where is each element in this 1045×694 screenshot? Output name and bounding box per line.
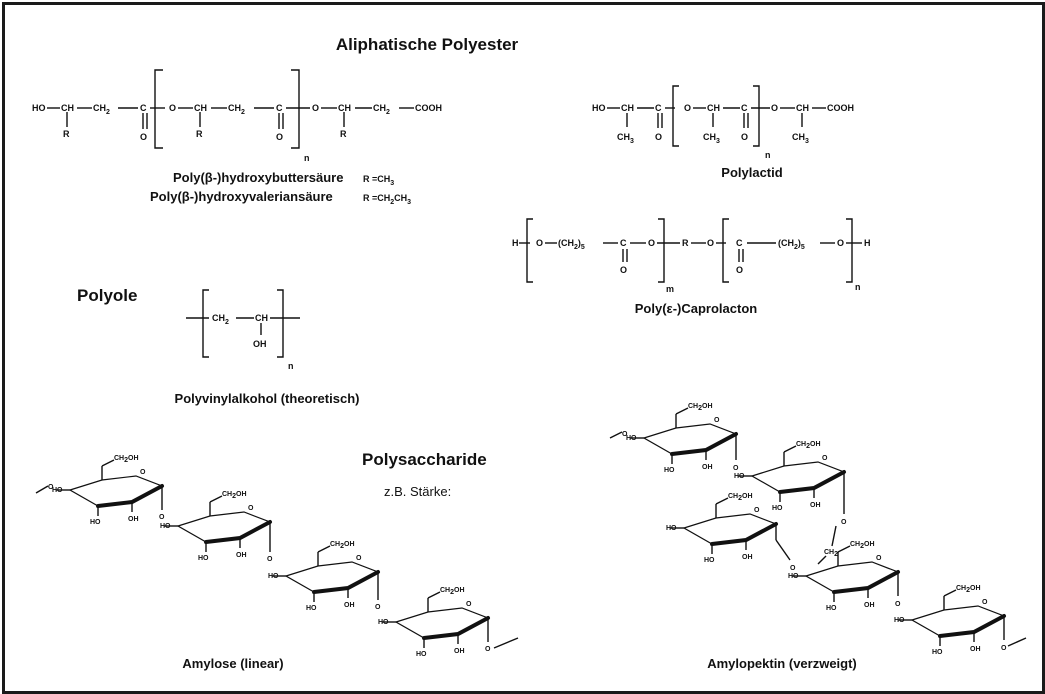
svg-text:O: O	[48, 484, 54, 491]
svg-text:CH: CH	[61, 103, 74, 113]
svg-text:COOH: COOH	[827, 103, 854, 113]
caption-polycaprolactone: Poly(ε-)Caprolacton	[635, 301, 758, 316]
svg-text:CH2: CH2	[824, 549, 838, 558]
svg-text:CH2: CH2	[228, 103, 245, 116]
svg-text:CH: CH	[796, 103, 809, 113]
svg-text:O: O	[707, 238, 714, 248]
svg-text:O: O	[684, 103, 691, 113]
svg-text:O: O	[536, 238, 543, 248]
svg-text:CH: CH	[621, 103, 634, 113]
svg-text:CH2: CH2	[212, 313, 229, 326]
svg-text:n: n	[765, 150, 771, 160]
starch-example-label: z.B. Stärke:	[384, 484, 451, 499]
svg-text:H: H	[864, 238, 871, 248]
svg-text:O: O	[169, 103, 176, 113]
glucose-ring-icon	[624, 401, 738, 476]
svg-text:CH: CH	[338, 103, 351, 113]
glucose-ring-icon	[892, 583, 1006, 658]
glucose-ring-icon	[732, 439, 846, 514]
svg-text:O: O	[1001, 645, 1007, 652]
svg-text:O: O	[375, 604, 381, 611]
svg-text:R: R	[340, 129, 347, 139]
svg-text:COOH: COOH	[415, 103, 442, 113]
caption-phb: Poly(β-)hydroxybuttersäure	[173, 170, 343, 185]
svg-text:CH: CH	[707, 103, 720, 113]
svg-text:O: O	[733, 465, 739, 472]
svg-text:n: n	[288, 361, 294, 371]
svg-text:CH3: CH3	[792, 132, 809, 145]
svg-text:CH3: CH3	[617, 132, 634, 145]
polycaprolactone-structure: H O (CH2)5 C O O m R O C O (CH2)5 O n H	[512, 218, 871, 294]
svg-text:CH2: CH2	[93, 103, 110, 116]
svg-text:O: O	[895, 601, 901, 608]
svg-text:R: R	[196, 129, 203, 139]
svg-text:OH: OH	[253, 339, 267, 349]
svg-text:O: O	[837, 238, 844, 248]
svg-text:O: O	[790, 565, 796, 572]
svg-text:O: O	[622, 431, 628, 438]
glucose-ring-icon	[664, 491, 778, 566]
svg-text:(CH2)5: (CH2)5	[778, 238, 805, 251]
caption-phb-r: R =CH3	[363, 174, 394, 187]
svg-text:H: H	[512, 238, 519, 248]
svg-text:CH: CH	[255, 313, 268, 323]
svg-text:n: n	[855, 282, 861, 292]
heading-aliphatic-polyesters: Aliphatische Polyester	[336, 35, 519, 54]
svg-text:CH2: CH2	[373, 103, 390, 116]
svg-text:C: C	[655, 103, 662, 113]
svg-text:O: O	[620, 265, 627, 275]
glucose-ring-icon	[266, 539, 380, 614]
caption-amylopectin: Amylopektin (verzweigt)	[707, 656, 857, 671]
svg-text:O: O	[655, 132, 662, 142]
amylopectin-structure: O O O O CH2 O O	[609, 401, 1027, 658]
caption-pva: Polyvinylalkohol (theoretisch)	[175, 391, 360, 406]
svg-text:R: R	[63, 129, 70, 139]
svg-text:O: O	[741, 132, 748, 142]
svg-text:O: O	[312, 103, 319, 113]
heading-polysaccharides: Polysaccharide	[362, 450, 487, 469]
svg-text:O: O	[841, 519, 847, 526]
svg-text:(CH2)5: (CH2)5	[558, 238, 585, 251]
polyvinylalcohol-structure: CH2 CH OH n	[186, 289, 300, 371]
svg-text:O: O	[276, 132, 283, 142]
svg-text:CH3: CH3	[703, 132, 720, 145]
svg-text:O: O	[485, 646, 491, 653]
svg-text:O: O	[736, 265, 743, 275]
svg-text:O: O	[140, 132, 147, 142]
svg-text:C: C	[276, 103, 283, 113]
svg-text:HO: HO	[592, 103, 606, 113]
glucose-ring-icon	[50, 453, 164, 528]
svg-text:O: O	[648, 238, 655, 248]
svg-text:n: n	[304, 153, 310, 163]
svg-text:O: O	[159, 514, 165, 521]
svg-text:C: C	[736, 238, 743, 248]
glucose-ring-icon	[158, 489, 272, 564]
svg-text:HO: HO	[32, 103, 46, 113]
svg-text:R: R	[682, 238, 689, 248]
svg-text:C: C	[741, 103, 748, 113]
svg-text:O: O	[267, 556, 273, 563]
svg-text:C: C	[140, 103, 147, 113]
caption-phv-r: R =CH2CH3	[363, 193, 411, 206]
polyhydroxyalkanoate-structure: HO CH R CH2 C O O CH R CH2 C O n O CH R	[32, 69, 442, 163]
svg-text:CH: CH	[194, 103, 207, 113]
glucose-ring-icon	[376, 585, 490, 660]
svg-text:C: C	[620, 238, 627, 248]
heading-polyols: Polyole	[77, 286, 137, 305]
caption-polylactide: Polylactid	[721, 165, 782, 180]
glucose-ring-icon	[786, 539, 900, 614]
svg-text:O: O	[771, 103, 778, 113]
svg-text:m: m	[666, 284, 674, 294]
polylactide-structure: HO CH CH3 C O O CH CH3 C O n O CH CH3 CO…	[592, 85, 854, 160]
amylose-structure: O O O O O	[35, 453, 519, 660]
caption-phv: Poly(β-)hydroxyvaleriansäure	[150, 189, 333, 204]
caption-amylose: Amylose (linear)	[182, 656, 283, 671]
